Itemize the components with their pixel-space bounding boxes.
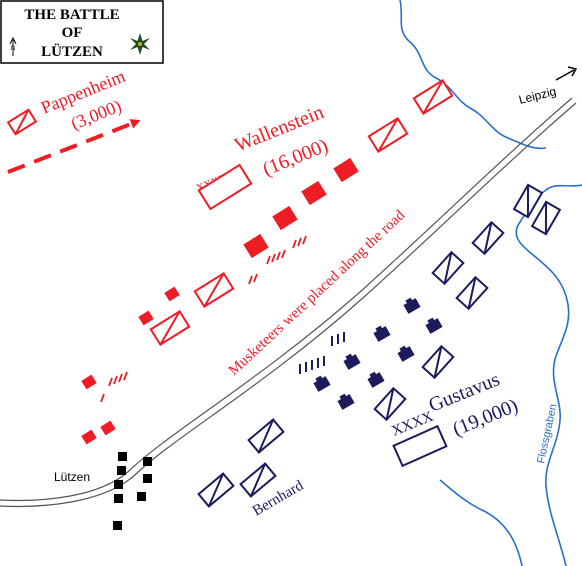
lutzen-town: Lützen bbox=[54, 452, 152, 530]
north-arrow-icon: N bbox=[9, 36, 17, 56]
pappenheim-unit bbox=[6, 108, 38, 136]
river-east bbox=[515, 184, 582, 566]
compass-star-icon bbox=[130, 33, 150, 55]
lutzen-label: Lützen bbox=[54, 470, 90, 484]
swedish-units-solid bbox=[313, 297, 443, 410]
leipzig-road bbox=[0, 97, 577, 508]
river-north bbox=[399, 0, 547, 150]
rivers bbox=[399, 0, 582, 566]
pappenheim-advance-arrow bbox=[7, 119, 141, 174]
swedish-musketeers bbox=[299, 332, 345, 374]
title-line-3: LÜTZEN bbox=[41, 43, 103, 60]
imperial-musketeers bbox=[100, 235, 307, 403]
leipzig-label-group: Leipzig bbox=[517, 66, 578, 107]
arrow-right-icon bbox=[555, 66, 578, 81]
gustavus-label: XXXX Gustavus (19,000) bbox=[390, 368, 522, 440]
imperial-units-solid bbox=[81, 157, 359, 445]
swedish-units-outlined bbox=[197, 183, 562, 508]
imperial-units-outlined bbox=[149, 78, 454, 347]
musketeers-note: Musketeers were placed along the road bbox=[226, 207, 409, 379]
title-line-1: THE BATTLE bbox=[24, 7, 119, 23]
title-box: THE BATTLE OF LÜTZEN N bbox=[0, 0, 164, 64]
title-line-2: OF bbox=[62, 25, 83, 41]
flossgraben-label: Flossgraben bbox=[535, 403, 559, 465]
wallenstein-hq-symbol bbox=[197, 163, 253, 211]
pappenheim-force: Pappenheim (3,000) bbox=[6, 66, 141, 174]
svg-text:N: N bbox=[11, 46, 15, 52]
gustavus-hq-symbol bbox=[392, 424, 448, 468]
river-west bbox=[439, 479, 523, 566]
town-buildings bbox=[113, 452, 152, 530]
leipzig-label: Leipzig bbox=[517, 84, 557, 107]
